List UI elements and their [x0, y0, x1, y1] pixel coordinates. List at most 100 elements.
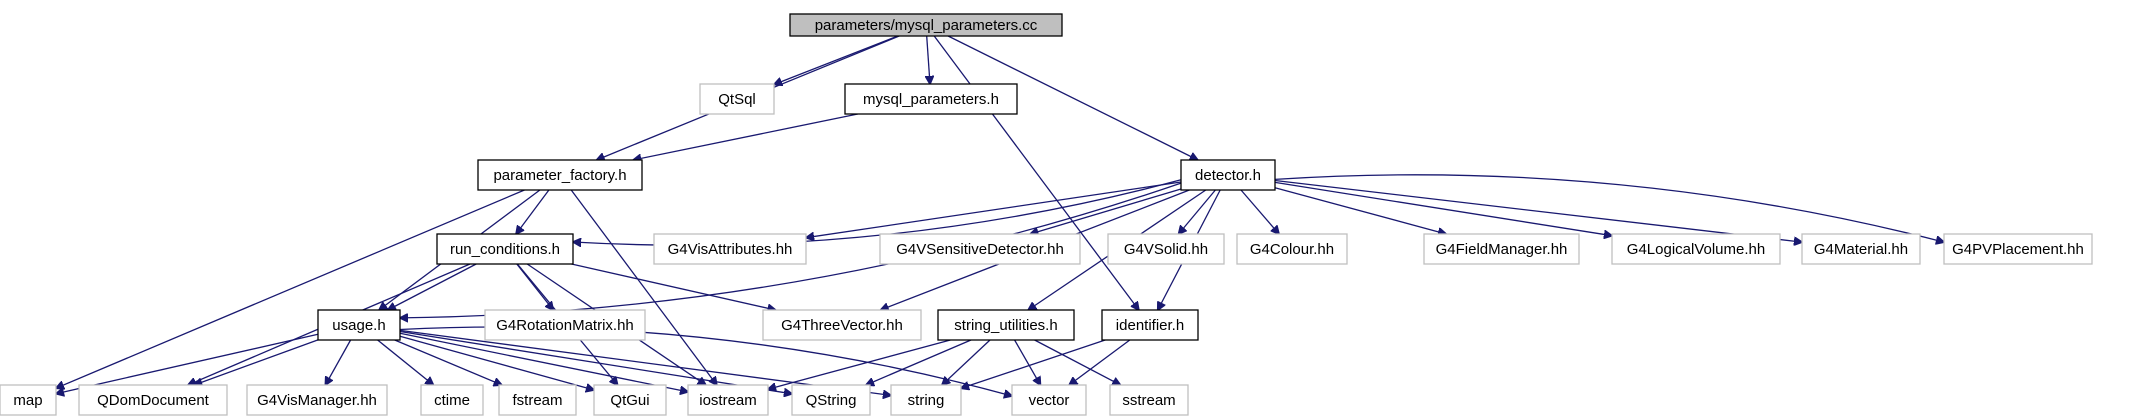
edge-usage_h-to-qtgui	[399, 335, 594, 390]
node-g4colour: G4Colour.hh	[1236, 233, 1348, 265]
edge-identifier_h-to-vector	[1069, 339, 1131, 385]
node-box-g4fieldmanager	[1423, 233, 1580, 265]
node-qtsql: QtSql	[699, 83, 775, 115]
node-g4logicalvolume: G4LogicalVolume.hh	[1611, 233, 1781, 265]
edge-parameter_factory_h-to-iostream	[570, 189, 717, 385]
node-label-g4vsensitivedetector: G4VSensitiveDetector.hh	[896, 241, 1064, 258]
node-box-string	[890, 384, 962, 416]
node-root[interactable]: parameters/mysql_parameters.cc	[789, 13, 1063, 37]
node-label-g4logicalvolume: G4LogicalVolume.hh	[1627, 241, 1765, 258]
node-label-identifier_h: identifier.h	[1116, 317, 1184, 334]
node-label-g4vismanager: G4VisManager.hh	[257, 392, 377, 409]
node-label-qdomdocument: QDomDocument	[97, 392, 210, 409]
node-box-qdomdocument	[78, 384, 228, 416]
node-label-parameter_factory_h: parameter_factory.h	[493, 167, 626, 184]
node-box-parameter_factory_h	[477, 159, 643, 191]
edge-root-to-detector_h	[947, 35, 1198, 160]
edge-string_utilities_h-to-vector	[1014, 339, 1041, 385]
node-label-map: map	[13, 392, 42, 409]
edge-root-to-qtsql	[774, 35, 899, 85]
node-label-fstream: fstream	[512, 392, 562, 409]
edge-string_utilities_h-to-sstream	[1034, 339, 1121, 385]
node-box-vector	[1011, 384, 1087, 416]
node-detector_h[interactable]: detector.h	[1180, 159, 1276, 191]
node-mysql_params_h[interactable]: mysql_parameters.h	[844, 83, 1018, 115]
node-box-g4colour	[1236, 233, 1348, 265]
node-g4vsolid: G4VSolid.hh	[1107, 233, 1225, 265]
node-label-string: string	[908, 392, 945, 409]
node-string_utilities_h[interactable]: string_utilities.h	[937, 309, 1075, 341]
edge-run_conditions_h-to-usage_h	[388, 263, 477, 310]
node-g4fieldmanager: G4FieldManager.hh	[1423, 233, 1580, 265]
node-g4visattributes: G4VisAttributes.hh	[653, 233, 807, 265]
edge-detector_h-to-g4pvplacement	[1274, 174, 1944, 242]
node-label-usage_h: usage.h	[332, 317, 385, 334]
node-label-qtsql: QtSql	[718, 91, 756, 108]
node-label-sstream: sstream	[1122, 392, 1175, 409]
node-label-g4pvplacement: G4PVPlacement.hh	[1952, 241, 2084, 258]
edge-string_utilities_h-to-qstring	[866, 339, 972, 385]
node-iostream: iostream	[687, 384, 769, 416]
edge-root-to-identifier_h	[933, 35, 1139, 310]
node-box-g4logicalvolume	[1611, 233, 1781, 265]
node-string: string	[890, 384, 962, 416]
node-label-g4fieldmanager: G4FieldManager.hh	[1436, 241, 1568, 258]
node-fstream: fstream	[498, 384, 577, 416]
edge-usage_h-to-iostream	[399, 332, 688, 392]
edge-root-to-mysql_params_h	[927, 35, 930, 84]
edge-usage_h-to-ctime	[377, 339, 434, 385]
node-box-usage_h	[317, 309, 401, 341]
node-g4pvplacement: G4PVPlacement.hh	[1943, 233, 2093, 265]
node-vector: vector	[1011, 384, 1087, 416]
node-box-g4material	[1801, 233, 1921, 265]
edge-detector_h-to-g4vsensitivedetector	[1030, 188, 1182, 234]
node-label-g4threevector: G4ThreeVector.hh	[781, 317, 903, 334]
edge-identifier_h-to-string	[961, 339, 1106, 388]
node-label-ctime: ctime	[434, 392, 470, 409]
node-label-mysql_params_h: mysql_parameters.h	[863, 91, 999, 108]
node-box-g4vsolid	[1107, 233, 1225, 265]
edge-mysql_params_h-to-parameter_factory_h	[633, 113, 858, 160]
node-g4material: G4Material.hh	[1801, 233, 1921, 265]
node-box-g4threevector	[762, 309, 922, 341]
node-label-g4rotationmatrix: G4RotationMatrix.hh	[496, 317, 634, 334]
node-box-sstream	[1109, 384, 1189, 416]
node-box-identifier_h	[1101, 309, 1199, 341]
edge-detector_h-to-g4vsolid	[1179, 189, 1216, 234]
node-label-qstring: QString	[806, 392, 857, 409]
node-ctime: ctime	[420, 384, 484, 416]
node-box-g4vismanager	[246, 384, 388, 416]
node-box-g4vsensitivedetector	[879, 233, 1081, 265]
node-box-map	[0, 384, 57, 416]
node-parameter_factory_h[interactable]: parameter_factory.h	[477, 159, 643, 191]
node-box-qtsql	[699, 83, 775, 115]
node-box-detector_h	[1180, 159, 1276, 191]
node-qtgui: QtGui	[593, 384, 667, 416]
node-identifier_h[interactable]: identifier.h	[1101, 309, 1199, 341]
node-box-g4rotationmatrix	[484, 309, 646, 341]
edge-detector_h-to-g4visattributes	[806, 181, 1182, 238]
node-label-g4vsolid: G4VSolid.hh	[1124, 241, 1208, 258]
node-box-run_conditions_h	[436, 233, 574, 265]
node-map: map	[0, 384, 57, 416]
edge-usage_h-to-fstream	[394, 339, 502, 385]
edge-detector_h-to-g4fieldmanager	[1274, 187, 1446, 234]
node-label-vector: vector	[1029, 392, 1070, 409]
edge-run_conditions_h-to-g4threevector	[571, 263, 776, 310]
node-run_conditions_h[interactable]: run_conditions.h	[436, 233, 574, 265]
node-label-run_conditions_h: run_conditions.h	[450, 241, 560, 258]
node-qdomdocument: QDomDocument	[78, 384, 228, 416]
node-label-root: parameters/mysql_parameters.cc	[815, 17, 1038, 34]
node-usage_h[interactable]: usage.h	[317, 309, 401, 341]
edge-run_conditions_h-to-g4rotationmatrix	[516, 263, 553, 310]
edge-parameter_factory_h-to-run_conditions_h	[516, 189, 550, 234]
node-label-g4colour: G4Colour.hh	[1250, 241, 1334, 258]
node-g4vismanager: G4VisManager.hh	[246, 384, 388, 416]
node-label-string_utilities_h: string_utilities.h	[954, 317, 1057, 334]
node-box-qstring	[791, 384, 871, 416]
node-g4rotationmatrix: G4RotationMatrix.hh	[484, 309, 646, 341]
node-label-g4visattributes: G4VisAttributes.hh	[668, 241, 793, 258]
node-label-iostream: iostream	[699, 392, 757, 409]
edge-usage_h-to-qdomdocument	[194, 339, 319, 385]
